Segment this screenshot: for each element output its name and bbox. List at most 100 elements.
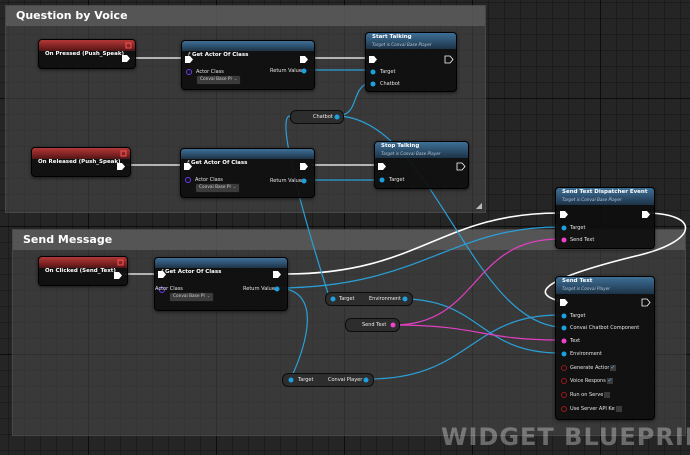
delegate-pin-icon [117, 259, 124, 266]
actor-class-label: Actor Class [196, 69, 224, 75]
actor-class-label: Actor Class [195, 177, 223, 183]
node-subtitle: Target is Convai Base Player [372, 42, 432, 47]
node-title: On Clicked (Send_Text) [45, 268, 116, 274]
variable-node-chatbot[interactable]: Chatbot [290, 110, 344, 124]
comment-send-message[interactable]: Send Message [12, 229, 686, 436]
target-label: Target [570, 313, 586, 319]
delegate-pin-icon [120, 150, 127, 157]
string-pin-icon [561, 338, 567, 344]
run-on-server-label: Run on Server [570, 392, 606, 398]
exec-in-pin-icon [158, 271, 166, 278]
actor-class-dropdown[interactable]: Convai Base Pl⌄ [195, 183, 241, 193]
exec-out-pin-icon [300, 56, 308, 63]
object-pin-icon [370, 69, 376, 75]
object-pin-icon [288, 377, 294, 383]
bool-pin-icon [561, 365, 567, 371]
target-label: Target [339, 296, 355, 302]
return-value-label: Return Value [270, 68, 302, 74]
target-label: Target [298, 377, 314, 383]
variable-node-send-text[interactable]: Send Text [345, 318, 400, 332]
object-pin-icon [561, 225, 567, 231]
resize-handle-icon[interactable]: ◢ [475, 201, 482, 210]
exec-in-pin-icon [378, 163, 386, 170]
function-node-send-text-dispatcher-event[interactable]: Send Text Dispatcher Event Target is Con… [555, 187, 655, 249]
exec-in-pin-icon [185, 56, 193, 63]
target-label: Target [389, 177, 405, 183]
target-label: Target [380, 69, 396, 75]
exec-out-pin-icon [273, 271, 281, 278]
generate-actions-checkbox[interactable]: ✓ [609, 364, 617, 372]
exec-in-pin-icon [560, 211, 568, 218]
object-pin-icon [379, 177, 385, 183]
exec-out-pin-icon [114, 272, 122, 279]
voice-response-label: Voice Response [570, 378, 609, 384]
object-wire [367, 314, 560, 380]
variable-getter-convai-player[interactable]: Target Convai Player [282, 373, 374, 387]
node-subtitle: Target is Convai Player [562, 286, 610, 291]
event-node-on-pressed[interactable]: On Pressed (Push_Speak) [38, 39, 136, 69]
exec-out-pin-icon [642, 211, 650, 218]
object-pin-icon [561, 313, 567, 319]
run-on-server-checkbox[interactable] [603, 391, 611, 399]
bool-pin-icon [561, 392, 567, 398]
generate-actions-label: Generate Actions [570, 365, 614, 371]
object-pin-icon [363, 377, 369, 383]
variable-label: Chatbot [313, 114, 333, 120]
string-pin-icon [390, 322, 396, 328]
chatbot-label: Chatbot [380, 81, 400, 87]
class-pin-icon [159, 287, 165, 293]
exec-out-pin-icon [444, 55, 454, 64]
event-node-on-released[interactable]: On Released (Push_Speak) [31, 147, 131, 177]
object-wire [335, 115, 560, 328]
function-node-start-talking[interactable]: Start Talking Target is Convai Base Play… [365, 32, 457, 92]
chevron-down-icon: ⌄ [206, 294, 211, 299]
send-text-label: Send Text [570, 237, 595, 243]
object-wire [275, 287, 308, 381]
actor-class-dropdown[interactable]: Convai Base Pl⌄ [196, 75, 242, 85]
chevron-down-icon: ⌄ [232, 185, 237, 190]
class-pin-icon [186, 69, 192, 75]
object-wire [285, 115, 331, 300]
comment-title: Question by Voice [6, 6, 485, 26]
node-title: Stop Talking [381, 143, 420, 149]
string-wire [392, 324, 560, 341]
object-pin-icon [330, 296, 336, 302]
exec-in-pin-icon [184, 163, 192, 170]
exec-wire [285, 212, 560, 275]
object-wire [402, 298, 560, 354]
variable-getter-environment[interactable]: Target Environment [325, 292, 413, 306]
object-pin-icon [301, 68, 307, 74]
exec-out-pin-icon [117, 163, 125, 170]
exec-out-pin-icon [122, 55, 130, 62]
node-title: On Pressed (Push_Speak) [45, 51, 125, 57]
object-pin-icon [334, 114, 340, 120]
function-icon: f [188, 52, 190, 58]
exec-out-pin-icon [641, 298, 651, 307]
node-title: Get Actor Of Class [191, 52, 249, 58]
bool-pin-icon [561, 378, 567, 384]
comment-title: Send Message [13, 230, 685, 250]
convai-player-label: Convai Player [328, 377, 363, 383]
exec-wire [544, 212, 687, 302]
use-server-api-key-checkbox[interactable] [615, 405, 623, 413]
environment-label: Environment [369, 296, 401, 302]
actor-class-dropdown[interactable]: Convai Base Pl⌄ [169, 292, 215, 302]
event-node-on-clicked[interactable]: On Clicked (Send_Text) [38, 256, 128, 286]
voice-response-checkbox[interactable]: ✓ [606, 377, 614, 385]
return-value-label: Return Value [270, 178, 302, 184]
exec-in-pin-icon [560, 299, 568, 306]
actor-class-label: Actor Class [155, 286, 183, 292]
object-pin-icon [370, 81, 376, 87]
widget-blueprint-watermark: WIDGET BLUEPRINT [441, 423, 690, 451]
object-pin-icon [561, 325, 567, 331]
function-node-send-text[interactable]: Send Text Target is Convai Player Target… [555, 276, 655, 420]
node-title: Send Text [562, 278, 593, 284]
node-title: Start Talking [372, 34, 412, 40]
function-node-stop-talking[interactable]: Stop Talking Target is Convai Base Playe… [374, 141, 469, 189]
chevron-down-icon: ⌄ [233, 77, 238, 82]
target-label: Target [570, 225, 586, 231]
